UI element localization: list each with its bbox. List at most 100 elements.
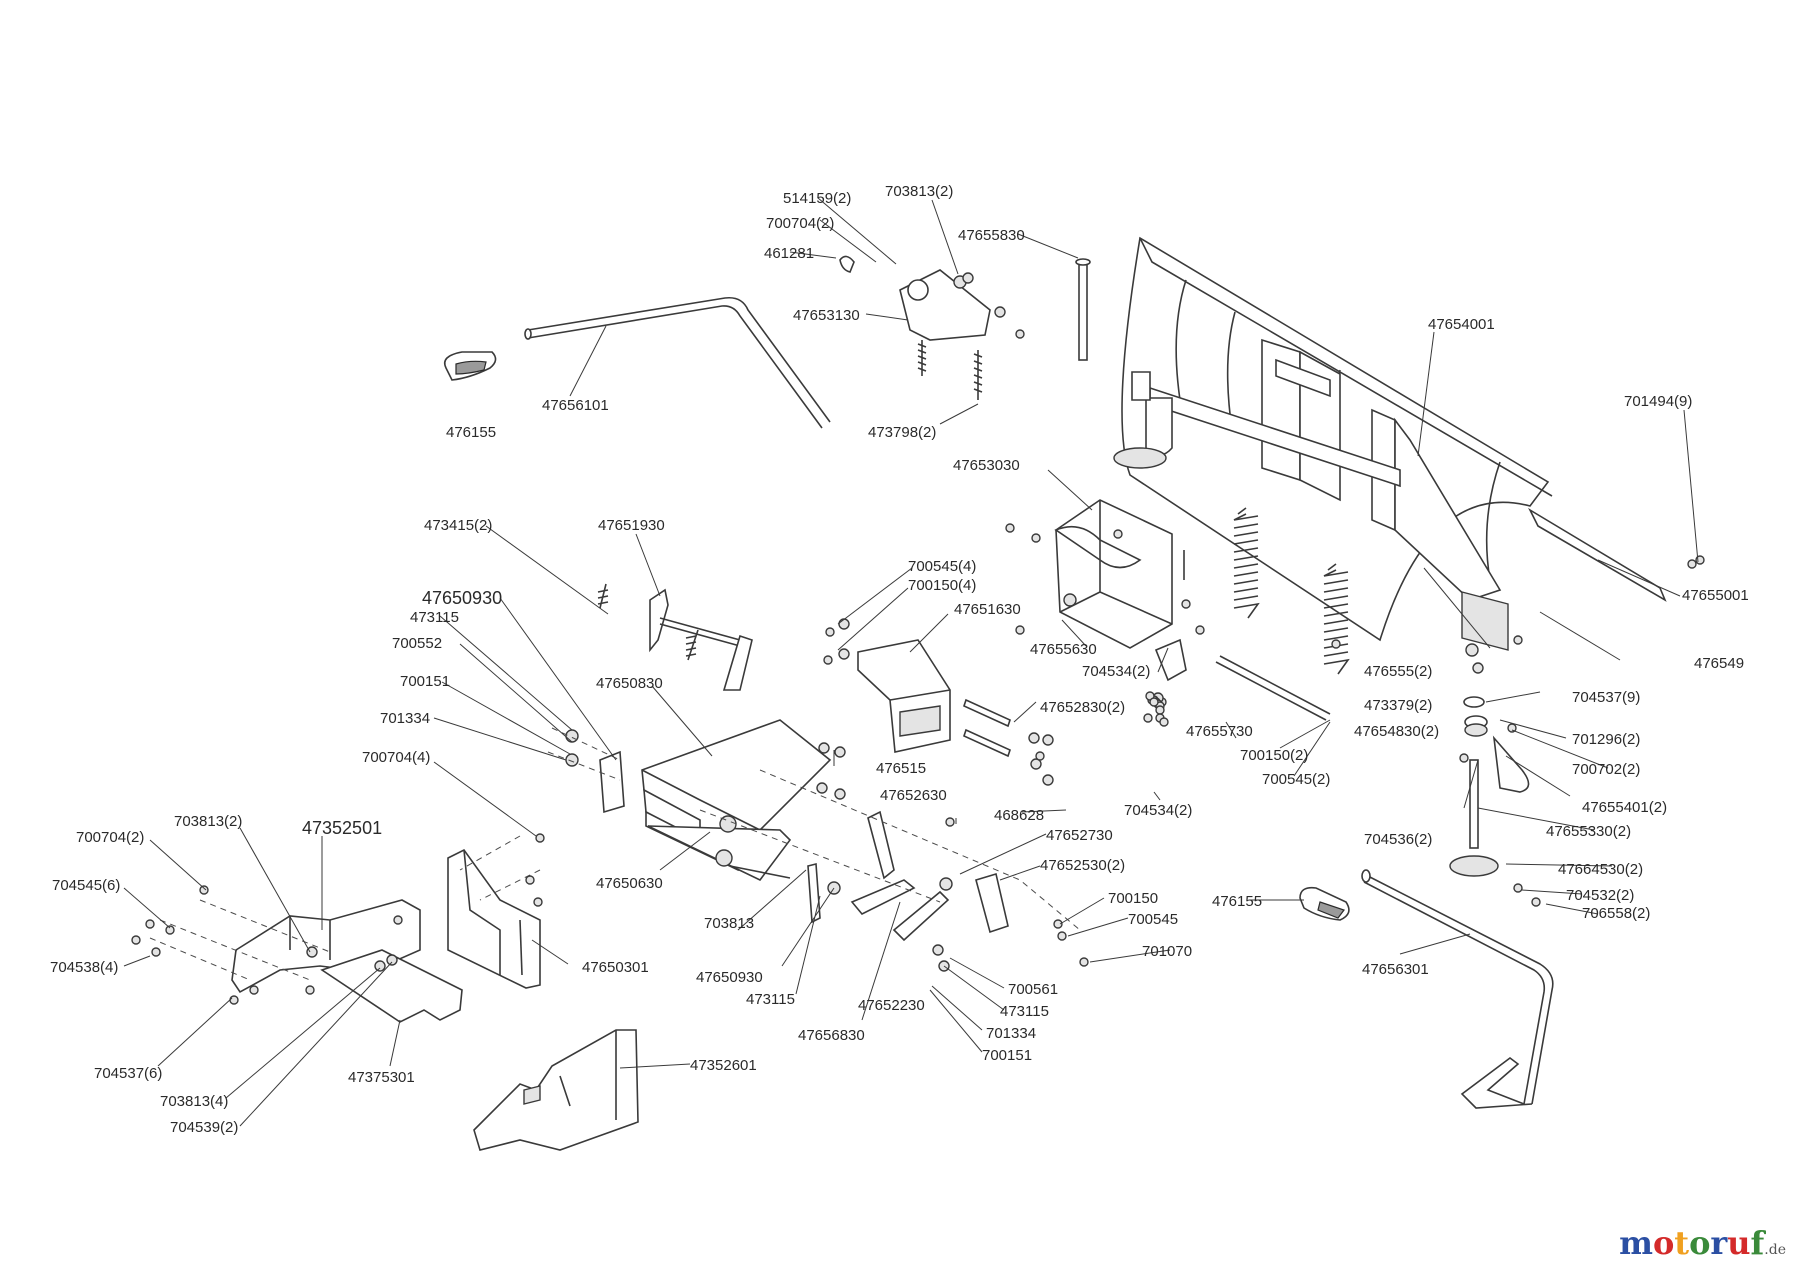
- part-label: 706558(2): [1582, 905, 1650, 922]
- part-label: 704545(6): [52, 877, 120, 894]
- part-label: 473115: [1000, 1003, 1049, 1020]
- part-label: 700150(4): [908, 577, 976, 594]
- part-label: 700545(4): [908, 558, 976, 575]
- part-label: 473798(2): [868, 424, 936, 441]
- part-label: 47654001: [1428, 316, 1495, 333]
- part-label: 47652530(2): [1040, 857, 1125, 874]
- part-label: 461281: [764, 245, 814, 262]
- plate-47375301: [320, 949, 463, 1023]
- logo-letter: m: [1619, 1224, 1653, 1262]
- part-label: 701334: [380, 710, 430, 727]
- logo-letter: o: [1689, 1224, 1711, 1262]
- logo-letter: f: [1750, 1224, 1765, 1262]
- leader-lines: [123, 197, 1699, 1127]
- part-label: 476155: [446, 424, 496, 441]
- part-label: 704537(9): [1572, 689, 1640, 706]
- part-label: 47650930: [696, 969, 763, 986]
- part-label: 704534(2): [1124, 802, 1192, 819]
- part-label: 703813(2): [174, 813, 242, 830]
- part-label: 473379(2): [1364, 697, 1432, 714]
- part-label: 47655401(2): [1582, 799, 1667, 816]
- part-label: 47652630: [880, 787, 947, 804]
- part-label: 47651630: [954, 601, 1021, 618]
- part-label: 47653030: [953, 457, 1020, 474]
- part-label: 47655630: [1030, 641, 1097, 658]
- part-label: 514159(2): [783, 190, 851, 207]
- part-label: 47650830: [596, 675, 663, 692]
- part-label: 473415(2): [424, 517, 492, 534]
- part-label: 703813: [704, 915, 754, 932]
- grip-476155-top: [443, 351, 497, 381]
- bracket-47651630: [857, 639, 951, 753]
- part-label: 700151: [400, 673, 450, 690]
- part-label: 701494(9): [1624, 393, 1692, 410]
- part-label: 704532(2): [1566, 887, 1634, 904]
- part-label: 701334: [986, 1025, 1036, 1042]
- part-label: 701070: [1142, 943, 1192, 960]
- part-label: 473115: [746, 991, 795, 1008]
- pivot-assembly: [1449, 696, 1530, 893]
- part-label: 47655330(2): [1546, 823, 1631, 840]
- pins-47652830: [963, 698, 1011, 758]
- part-label: 47375301: [348, 1069, 415, 1086]
- grip-476155-right: [1299, 886, 1350, 921]
- part-label: 700702(2): [1572, 761, 1640, 778]
- handle-bar-47656301: [1361, 869, 1554, 1109]
- part-label: 703813(2): [885, 183, 953, 200]
- part-label: 47652230: [858, 997, 925, 1014]
- part-label: 47652730: [1046, 827, 1113, 844]
- part-label: 704534(2): [1082, 663, 1150, 680]
- part-label: 704539(2): [170, 1119, 238, 1136]
- part-label: 47653130: [793, 307, 860, 324]
- part-label: 47651930: [598, 517, 665, 534]
- part-label: 47650301: [582, 959, 649, 976]
- part-label: 476155: [1212, 893, 1262, 910]
- logo-letter: o: [1652, 1224, 1675, 1262]
- part-label: 47352601: [690, 1057, 757, 1074]
- plate-47650930: [547, 727, 625, 814]
- part-label: 476555(2): [1364, 663, 1432, 680]
- pin-47655830: [1075, 258, 1091, 361]
- part-label: 700545(2): [1262, 771, 1330, 788]
- logo-letter: u: [1727, 1224, 1751, 1262]
- logo-letter: t: [1674, 1224, 1690, 1262]
- part-labels: 514159(2) 703813(2) 700704(2) 461281 476…: [50, 183, 1749, 1136]
- part-label: 700561: [1008, 981, 1058, 998]
- motoruf-logo: motoruf.de: [1619, 1224, 1786, 1262]
- part-label: 700552: [392, 635, 442, 652]
- part-label: 701296(2): [1572, 731, 1640, 748]
- logo-domain: .de: [1764, 1242, 1786, 1258]
- part-label: 468628: [994, 807, 1044, 824]
- plow-blade: [1113, 236, 1667, 651]
- part-label: 47656301: [1362, 961, 1429, 978]
- part-label: 704538(4): [50, 959, 118, 976]
- part-label: 47656830: [798, 1027, 865, 1044]
- rod-47655730: [1215, 655, 1331, 721]
- part-label: 700151: [982, 1047, 1032, 1064]
- part-label: 47652830(2): [1040, 699, 1125, 716]
- part-label: 47654830(2): [1354, 723, 1439, 740]
- part-label: 47655730: [1186, 723, 1253, 740]
- part-label: 476549: [1694, 655, 1744, 672]
- part-label: 700545: [1128, 911, 1178, 928]
- bracket-47352601: [473, 1029, 639, 1151]
- link-arms: [699, 769, 1081, 972]
- part-label: 700704(4): [362, 749, 430, 766]
- part-label: 47664530(2): [1558, 861, 1643, 878]
- part-label: 703813(4): [160, 1093, 228, 1110]
- part-label: 47655001: [1682, 587, 1749, 604]
- bracket-47653030: [1054, 499, 1187, 682]
- part-label: 700150(2): [1240, 747, 1308, 764]
- part-label: 473115: [410, 609, 459, 626]
- bracket-47653130: [839, 255, 1025, 400]
- part-label: 700150: [1108, 890, 1158, 907]
- bracket-47650301: [447, 835, 541, 989]
- logo-letter: r: [1710, 1224, 1728, 1262]
- fasteners: [131, 523, 1705, 1005]
- part-label: 704536(2): [1364, 831, 1432, 848]
- part-label: 700704(2): [766, 215, 834, 232]
- part-label: 704537(6): [94, 1065, 162, 1082]
- part-label: 700704(2): [76, 829, 144, 846]
- part-label: 47352501: [302, 818, 382, 838]
